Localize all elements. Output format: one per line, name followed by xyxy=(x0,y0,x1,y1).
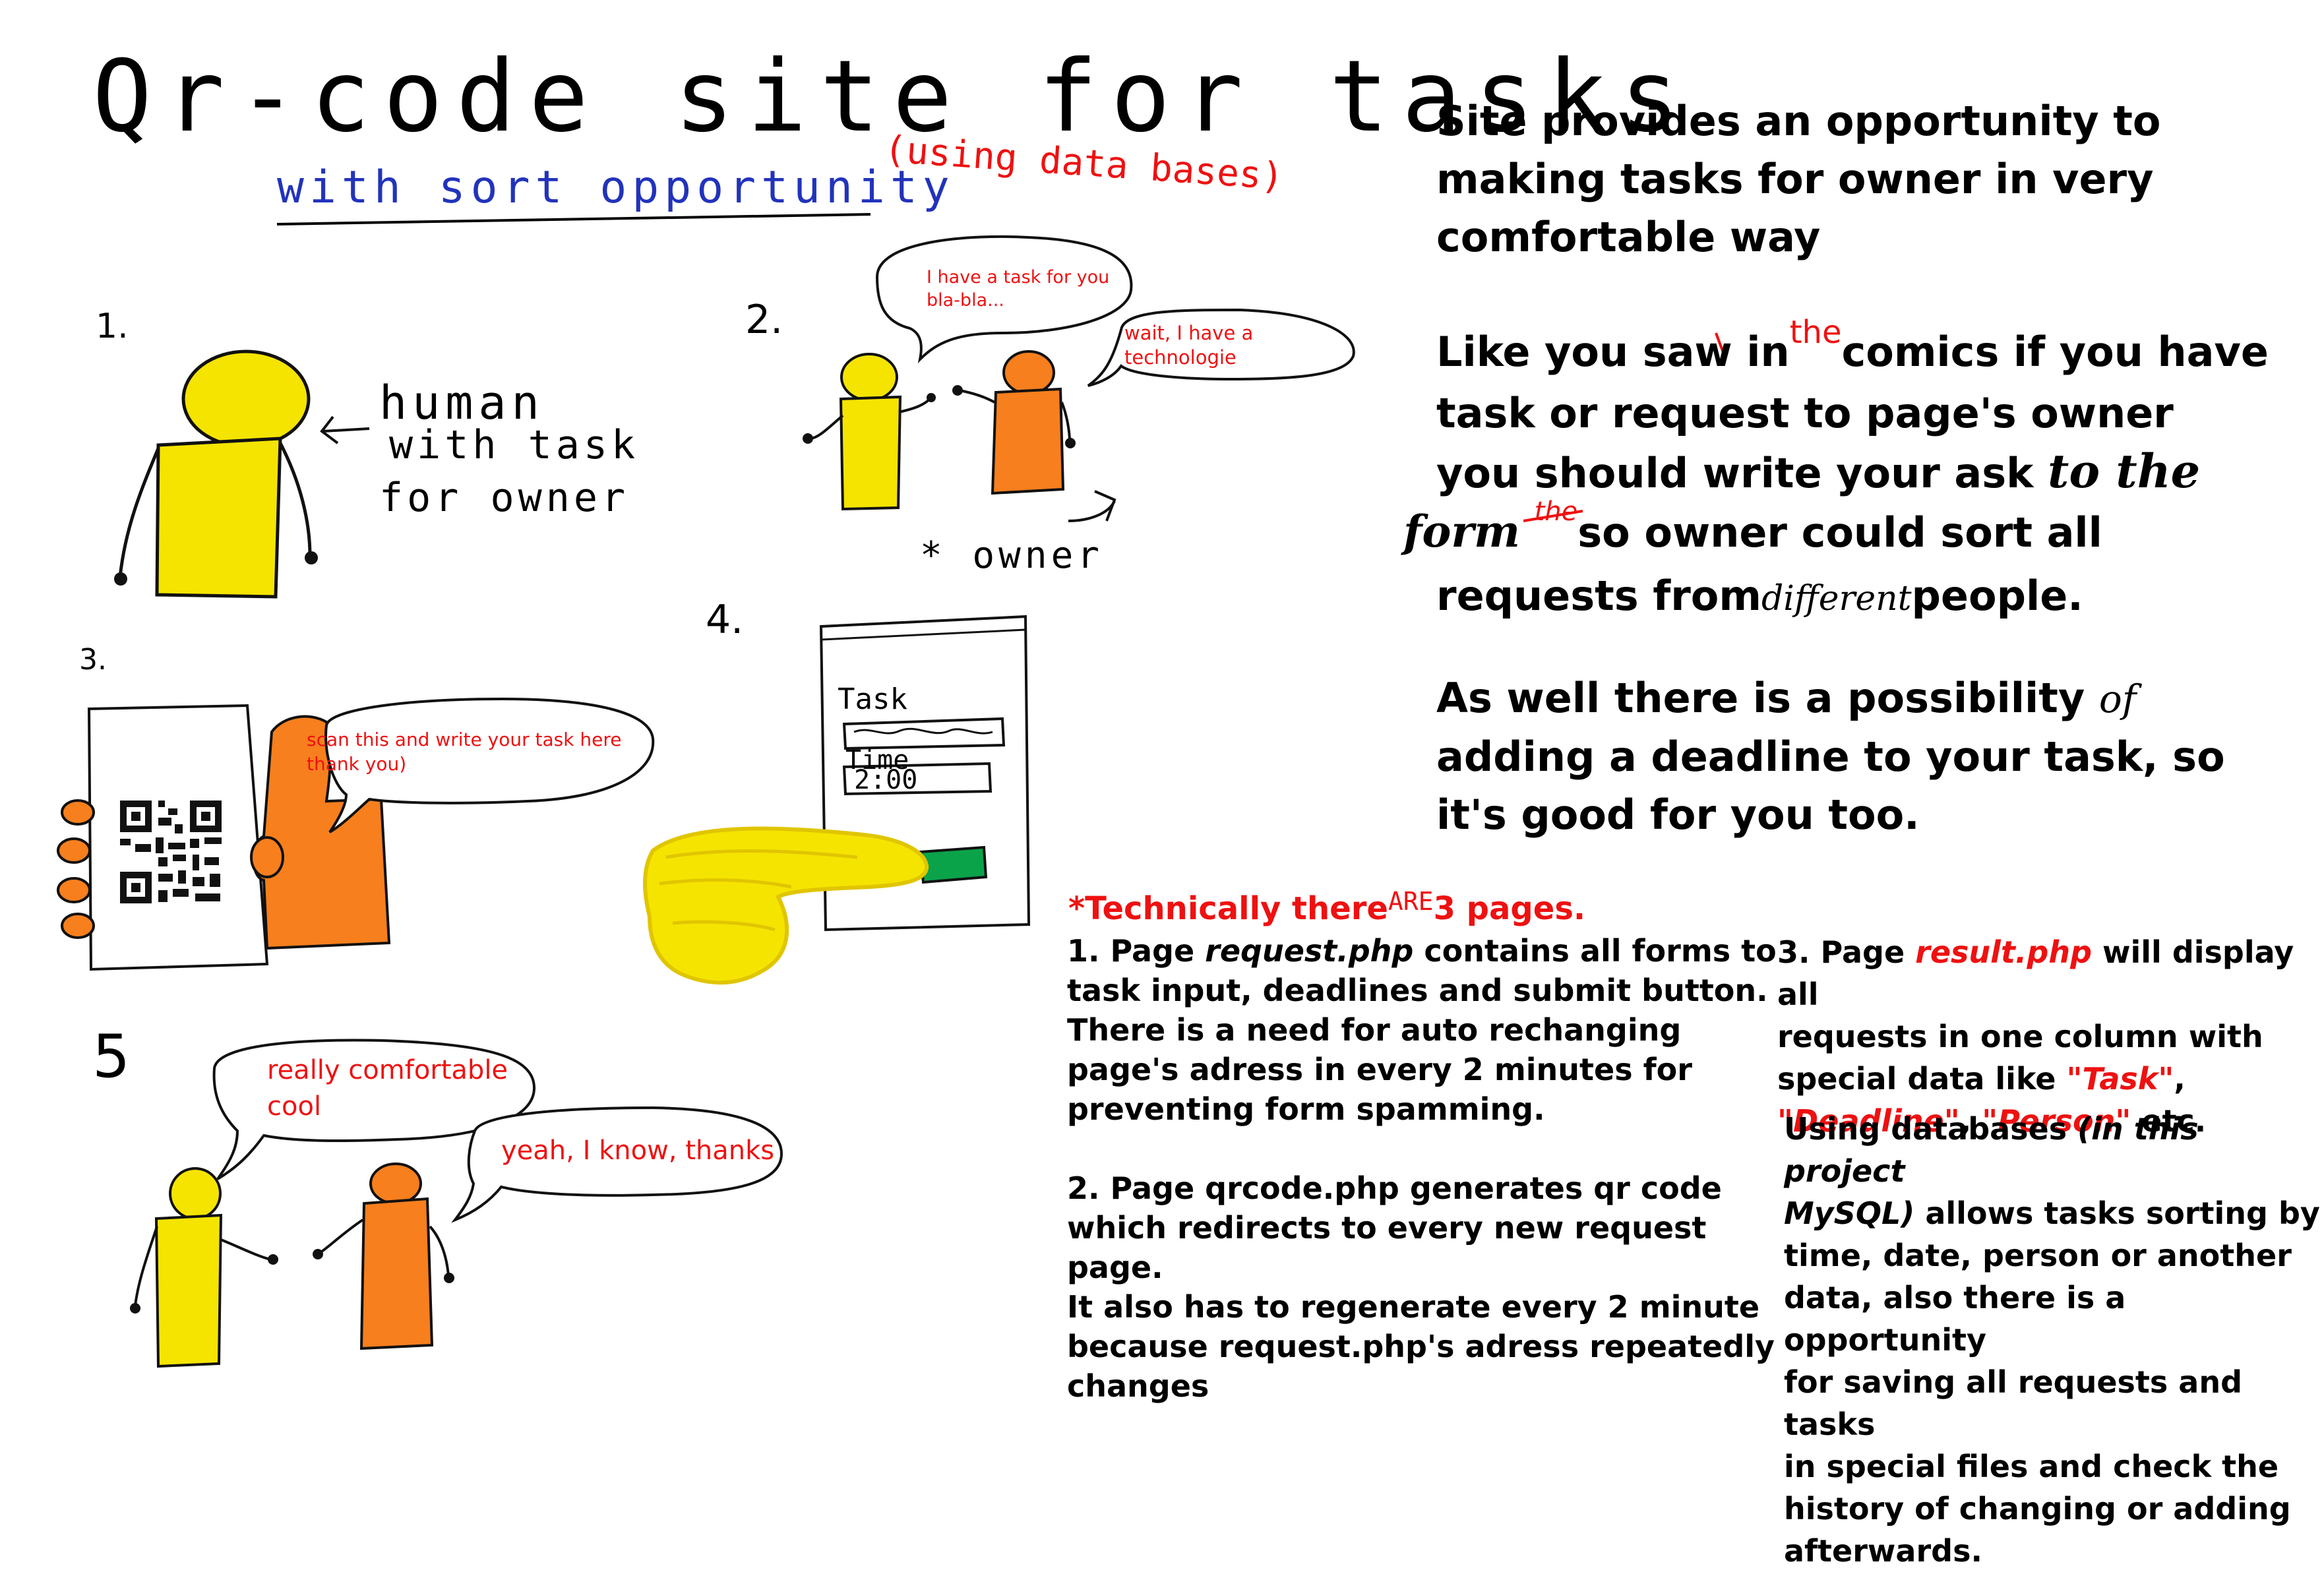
subtitle: with sort opportunity xyxy=(277,162,955,214)
panel2-number: 2. xyxy=(745,297,783,343)
para2-line3: you should write your ask to the xyxy=(1436,444,2201,499)
panel1-label-line3: for owner xyxy=(379,475,630,521)
panel3-qr-code xyxy=(117,798,223,907)
panel4-yellow-hand xyxy=(643,826,929,985)
technical-databases: Using databases (in this project MySQL) … xyxy=(1784,1111,2320,1569)
subtitle-underline xyxy=(276,213,871,226)
panel3-orange-fingers xyxy=(57,799,95,939)
technical-heading: *Technically thereARE3 pages. xyxy=(1068,887,1586,927)
panel5-yellow-person xyxy=(130,1167,278,1368)
panel5-bubble-a-line2: cool xyxy=(267,1091,322,1122)
para3-line1: As well there is a possibility of xyxy=(1436,674,2137,722)
panel3-number: 3. xyxy=(79,643,107,677)
heading-hand-are: ARE xyxy=(1388,887,1434,916)
panel1-label-line1: human xyxy=(379,376,545,430)
panel5-number: 5 xyxy=(92,1022,131,1091)
panel4-submit-button xyxy=(918,845,988,884)
panel5-bubble-a xyxy=(212,1039,536,1180)
strikethrough-so xyxy=(1523,510,1583,522)
para2-hand-form: form xyxy=(1403,506,1521,557)
panel2-bubble-a xyxy=(875,235,1133,364)
panel1-human-figure xyxy=(114,349,318,599)
panel2-bubble-b-line2: technologie xyxy=(1124,346,1237,369)
para2-line4: form theso owner could sort all xyxy=(1403,497,2102,557)
arrow-to-human xyxy=(320,415,370,444)
para2-line1: Like you saw inthecomics if you have xyxy=(1436,314,2269,376)
panel2-yellow-person xyxy=(803,353,936,511)
para2-insert-the-2: the xyxy=(1534,497,1578,527)
panel4-time-value: 2:00 xyxy=(854,765,918,795)
panel2-owner-label: * owner xyxy=(920,534,1104,577)
technical-page1: 1. Page request.php contains all forms t… xyxy=(1067,933,1777,1127)
para2-line5: requests fromdifferentpeople. xyxy=(1436,572,2083,620)
panel5-bubble-b xyxy=(451,1106,783,1223)
owner-arrow xyxy=(1068,490,1116,522)
panel5-orange-person xyxy=(313,1163,454,1350)
panel4-task-label: Task xyxy=(838,682,907,716)
technical-page2: 2. Page qrcode.php generates qr code whi… xyxy=(1067,1170,1775,1404)
para2-hand-to-the: to the xyxy=(2047,444,2201,499)
technical-page3: 3. Page result.php will display all requ… xyxy=(1777,934,2294,1139)
panel4-number: 4. xyxy=(706,597,744,643)
comic-drawings xyxy=(57,213,1726,1368)
page1-file: request.php xyxy=(1205,933,1414,969)
panel5-bubble-b: yeah, I know, thanks xyxy=(501,1135,775,1166)
page3-file: result.php xyxy=(1915,934,2093,970)
panel3-bubble-line2: thank you) xyxy=(307,753,407,775)
para2-insert-the: the xyxy=(1789,314,1842,351)
panel2-bubble-a-line2: bla-bla... xyxy=(927,290,1004,311)
para1-line2: making tasks for owner in very xyxy=(1436,155,2154,203)
panel2-bubble-b xyxy=(1087,308,1355,387)
para2-line2: task or request to page's owner xyxy=(1436,389,2174,437)
para3-hand-of: of xyxy=(2098,677,2137,721)
panel3-bubble-line1: scan this and write your task here xyxy=(307,729,622,750)
main-title: Qr-code site for tasks xyxy=(92,40,1693,154)
panel2-bubble-b-line1: wait, I have a xyxy=(1124,322,1254,344)
insert-caret-1 xyxy=(1715,332,1726,357)
panel1-label-line2: with task xyxy=(389,422,640,468)
para2-hand-different: different xyxy=(1761,579,1912,619)
panel2-orange-owner xyxy=(952,350,1076,495)
panel5-bubble-a-line1: really comfortable xyxy=(267,1055,508,1085)
para3-line3: it's good for you too. xyxy=(1436,791,1920,839)
para1-line3: comfortable way xyxy=(1436,213,1821,261)
para1-line1: Site provides an opportunity to xyxy=(1436,97,2161,145)
description-para2: Like you saw inthecomics if you have tas… xyxy=(1403,314,2269,628)
panel1-number: 1. xyxy=(96,307,129,346)
para3-line2: adding a deadline to your task, so xyxy=(1436,733,2225,781)
panel2-bubble-a-line1: I have a task for you xyxy=(927,267,1110,287)
panel3-orange-person xyxy=(250,715,391,950)
description-para3: As well there is a possibility of adding… xyxy=(1436,669,2225,844)
panel4-time-label: Time xyxy=(845,745,909,775)
description-para1: Site provides an opportunity to making t… xyxy=(1436,92,2160,266)
panel3-bubble xyxy=(324,697,655,833)
